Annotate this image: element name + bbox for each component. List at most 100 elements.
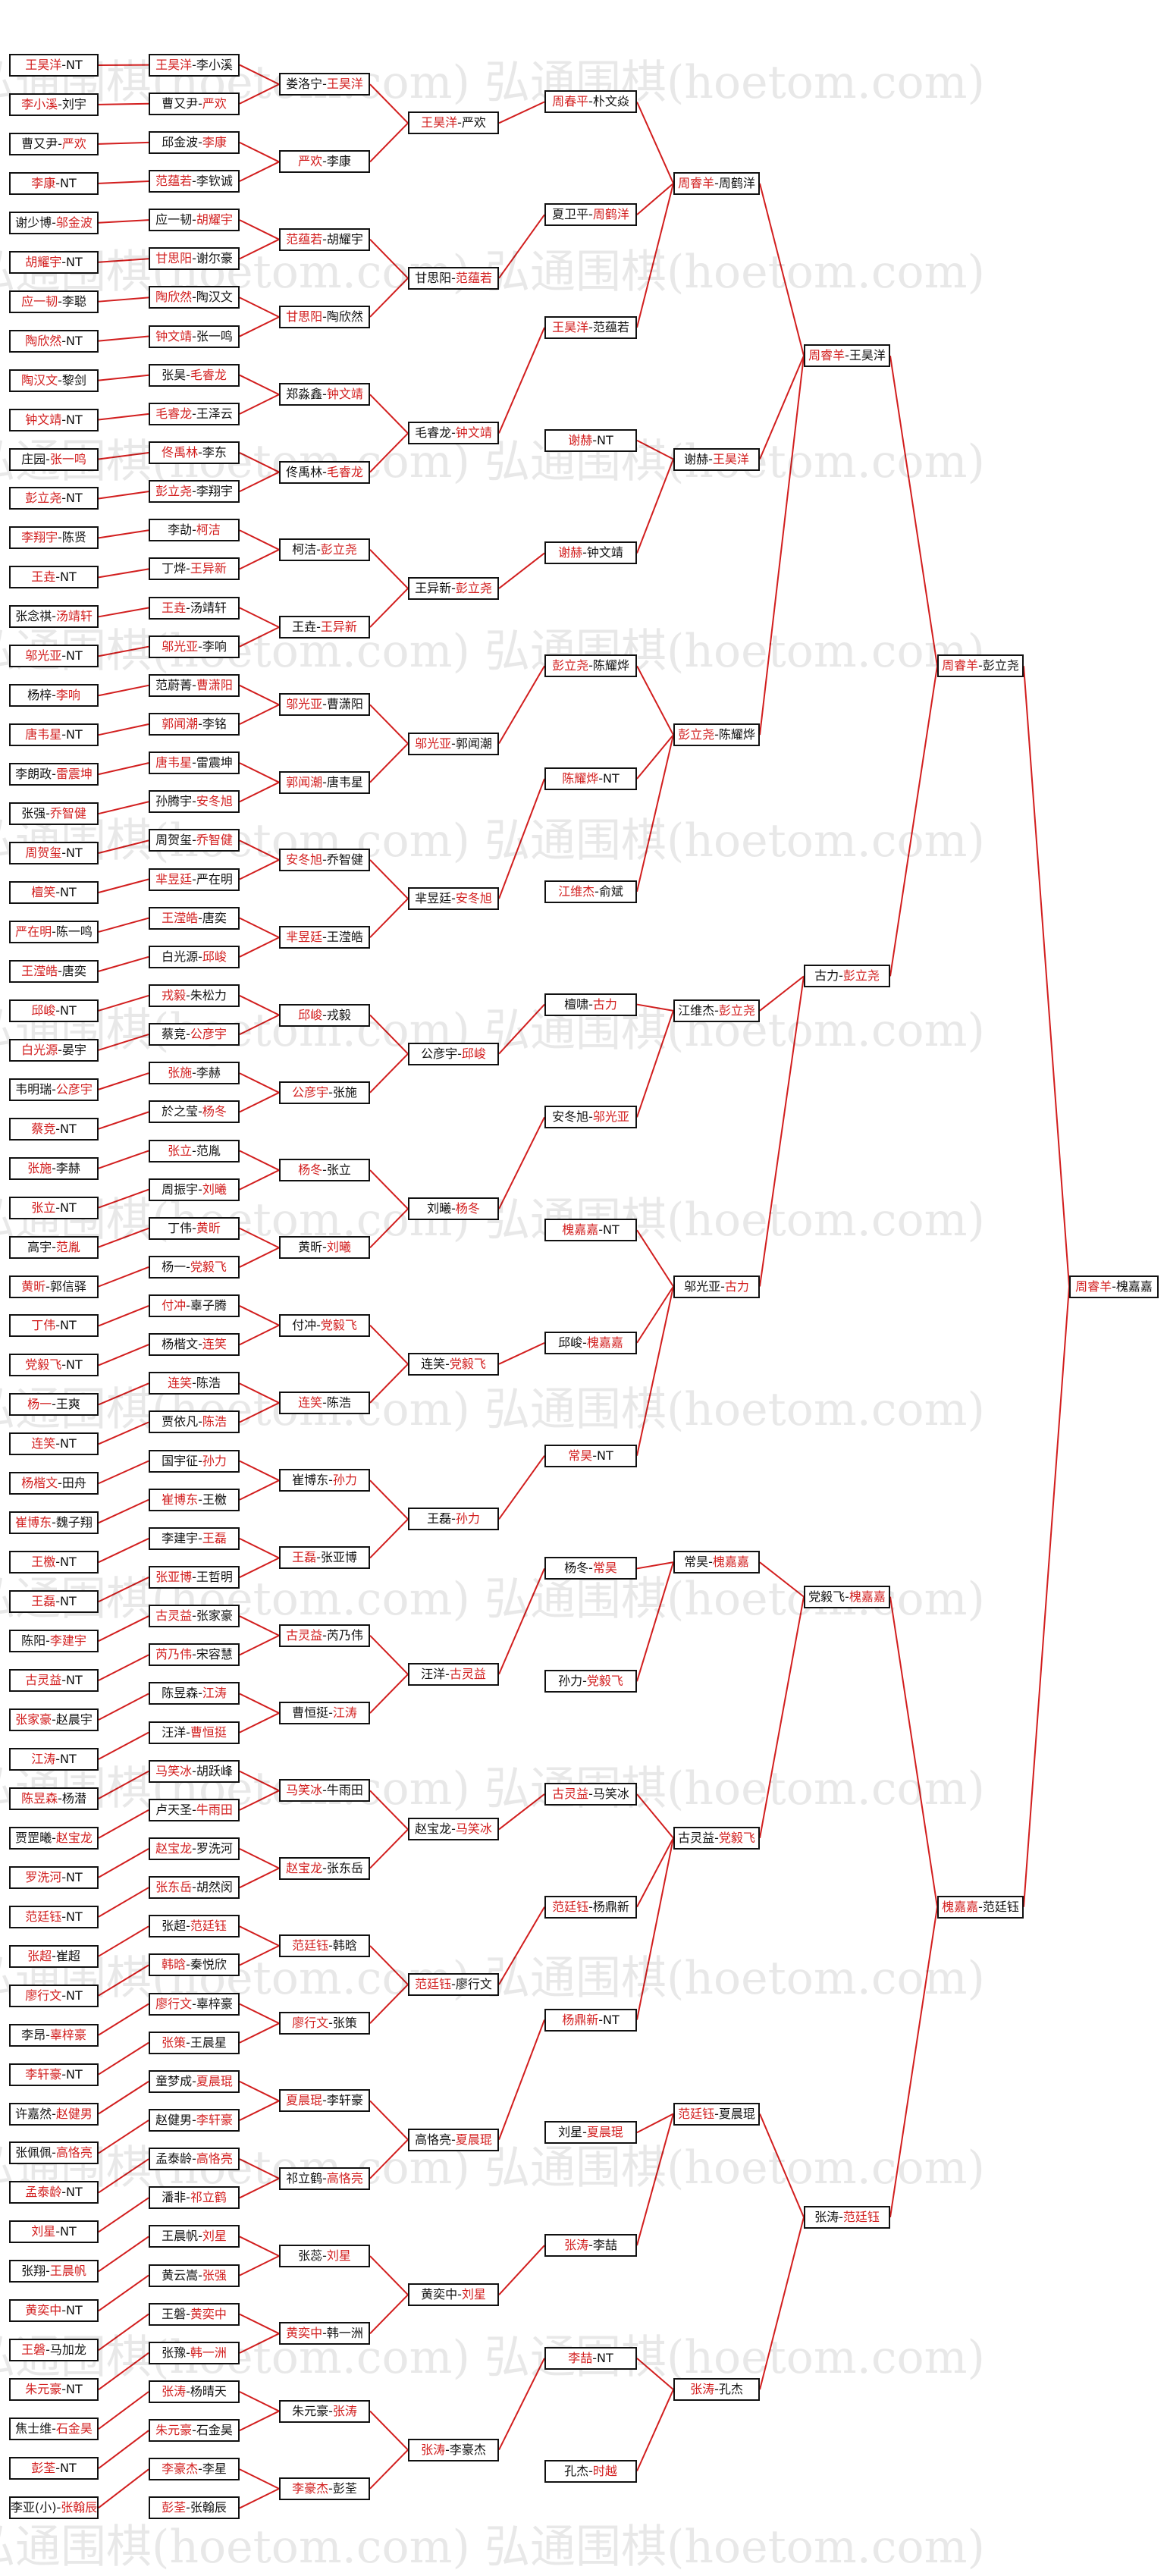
match-box: 钟文靖-NT <box>9 409 99 431</box>
match-box: 谢赫-王昊洋 <box>673 448 760 471</box>
player-b: 公彦宇 <box>190 1027 227 1041</box>
player-b: 胡耀宇 <box>196 212 233 227</box>
match-box: 陶欣然-NT <box>9 330 99 353</box>
match-box: 张念祺-汤靖轩 <box>9 605 99 628</box>
player-b: 邬光亚 <box>593 1109 629 1124</box>
player-a: 谢赫 <box>568 433 592 447</box>
match-box: 刘星-夏晨琨 <box>544 2121 637 2144</box>
player-b: 高恪亮 <box>56 2145 93 2160</box>
match-box: 陈耀烨-NT <box>544 767 637 790</box>
match-box: 郑淼鑫-钟文靖 <box>279 383 370 406</box>
player-a: 陶欣然 <box>25 334 61 348</box>
match-box: 陶汉文-黎剑 <box>9 369 99 392</box>
player-a: 夏卫平 <box>552 207 588 221</box>
player-a: 杨冬 <box>564 1561 588 1575</box>
player-b: 张亚博 <box>321 1550 357 1564</box>
player-b: 胡然闵 <box>196 1880 233 1894</box>
player-b: 胡耀宇 <box>327 232 363 246</box>
player-a: 张亚博 <box>155 1570 192 1584</box>
match-box: 唐韦星-NT <box>9 723 99 746</box>
player-a: 罗洗河 <box>25 1870 61 1884</box>
player-a: 邬光亚 <box>415 736 451 751</box>
player-b: 孙力 <box>456 1511 480 1526</box>
match-box: 王磐-黄奕中 <box>149 2303 240 2326</box>
player-a: 常昊 <box>568 1448 592 1463</box>
player-b: NT <box>66 727 83 742</box>
player-a: 张强 <box>21 806 45 820</box>
player-b: 朱松力 <box>190 988 227 1002</box>
match-box: 王磊-张亚博 <box>279 1546 370 1569</box>
match-box: 范廷钰-杨鼎新 <box>544 1896 637 1919</box>
match-box: 郭闻潮-李铭 <box>149 713 240 736</box>
player-a: 唐韦星 <box>155 755 192 770</box>
match-box: 邱峻-槐嘉嘉 <box>544 1332 637 1354</box>
match-box: 杨梓-李响 <box>9 684 99 707</box>
match-box: 夏晨琨-李轩豪 <box>279 2089 370 2112</box>
player-b: 周鹤洋 <box>719 176 755 190</box>
player-a: 张立 <box>168 1144 192 1158</box>
player-b: NT <box>60 1122 77 1136</box>
player-b: 魏子翔 <box>56 1515 93 1530</box>
player-b: 范蕴若 <box>593 320 629 334</box>
player-a: 张念祺 <box>15 609 52 623</box>
player-b: 李星 <box>202 2461 227 2476</box>
player-a: 张翔 <box>21 2264 45 2278</box>
player-b: NT <box>60 1594 77 1608</box>
player-a: 贾罡曦 <box>15 1831 52 1845</box>
player-a: 严在明 <box>15 924 52 939</box>
player-b: 李轩豪 <box>196 2113 233 2127</box>
player-a: 古灵益 <box>552 1787 588 1801</box>
player-a: 周春平 <box>552 94 588 108</box>
player-b: 钟文靖 <box>327 387 363 401</box>
player-a: 於之莹 <box>162 1104 198 1119</box>
player-a: 彭荃 <box>162 2500 186 2515</box>
match-box: 丁烨-王异新 <box>149 557 240 580</box>
player-b: NT <box>66 413 83 427</box>
match-box: 谢少博-邬金波 <box>9 212 99 234</box>
player-a: 槐嘉嘉 <box>562 1222 598 1237</box>
player-a: 甘思阳 <box>415 271 451 285</box>
player-a: 娄洛宁 <box>286 77 322 91</box>
player-b: 张翰辰 <box>190 2500 227 2515</box>
player-b: 党毅飞 <box>587 1674 623 1688</box>
match-box: 李豪杰-李星 <box>149 2458 240 2480</box>
player-a: 张家豪 <box>15 1712 52 1727</box>
player-a: 连笑 <box>168 1376 192 1390</box>
player-b: NT <box>60 885 77 899</box>
match-box: 赵宝龙-张东岳 <box>279 1857 370 1880</box>
player-b: 胡跃峰 <box>196 1764 233 1778</box>
match-box: 曹又尹-严欢 <box>149 93 240 115</box>
player-b: NT <box>603 2013 620 2027</box>
player-b: 韩一洲 <box>327 2326 363 2340</box>
player-a: 江涛 <box>31 1752 55 1766</box>
match-box: 彭立尧-李翔宇 <box>149 480 240 503</box>
player-b: 王异新 <box>321 620 357 634</box>
player-a: 贾依凡 <box>162 1414 198 1429</box>
player-b: 刘星 <box>462 2287 486 2301</box>
player-a: 许嘉然 <box>15 2107 52 2121</box>
watermark: 弘通围棋(hoetom.com) 弘通围棋(hoetom.com) <box>0 1752 985 1818</box>
player-a: 谢赫 <box>558 545 582 560</box>
player-b: 李钦诚 <box>196 174 233 188</box>
player-b: 赵晨宇 <box>56 1712 93 1727</box>
player-a: 公彦宇 <box>292 1085 328 1100</box>
match-box: 公彦宇-邱峻 <box>408 1043 499 1065</box>
player-a: 邱峻 <box>558 1335 582 1350</box>
player-b: 孙力 <box>333 1473 357 1487</box>
match-box: 杨一-党毅飞 <box>149 1256 240 1279</box>
match-box: 檀笑-NT <box>9 881 99 904</box>
match-box: 钟文靖-张一鸣 <box>149 325 240 348</box>
match-box: 谢赫-NT <box>544 429 637 452</box>
watermark: 弘通围棋(hoetom.com) 弘通围棋(hoetom.com) <box>0 1373 985 1439</box>
match-box: 刘星-NT <box>9 2220 99 2243</box>
player-a: 柯洁 <box>292 542 316 557</box>
player-a: 戎毅 <box>162 988 186 1002</box>
player-a: 张策 <box>162 2035 186 2050</box>
player-b: 秦悦欣 <box>190 1957 227 1972</box>
player-b: 曹恒挺 <box>190 1725 227 1740</box>
player-a: 檀啸 <box>564 997 588 1012</box>
player-b: NT <box>66 1909 83 1924</box>
player-a: 邱峻 <box>31 1003 55 1018</box>
player-a: 张超 <box>27 1949 52 1963</box>
match-box: 周睿羊-周鹤洋 <box>673 172 760 195</box>
